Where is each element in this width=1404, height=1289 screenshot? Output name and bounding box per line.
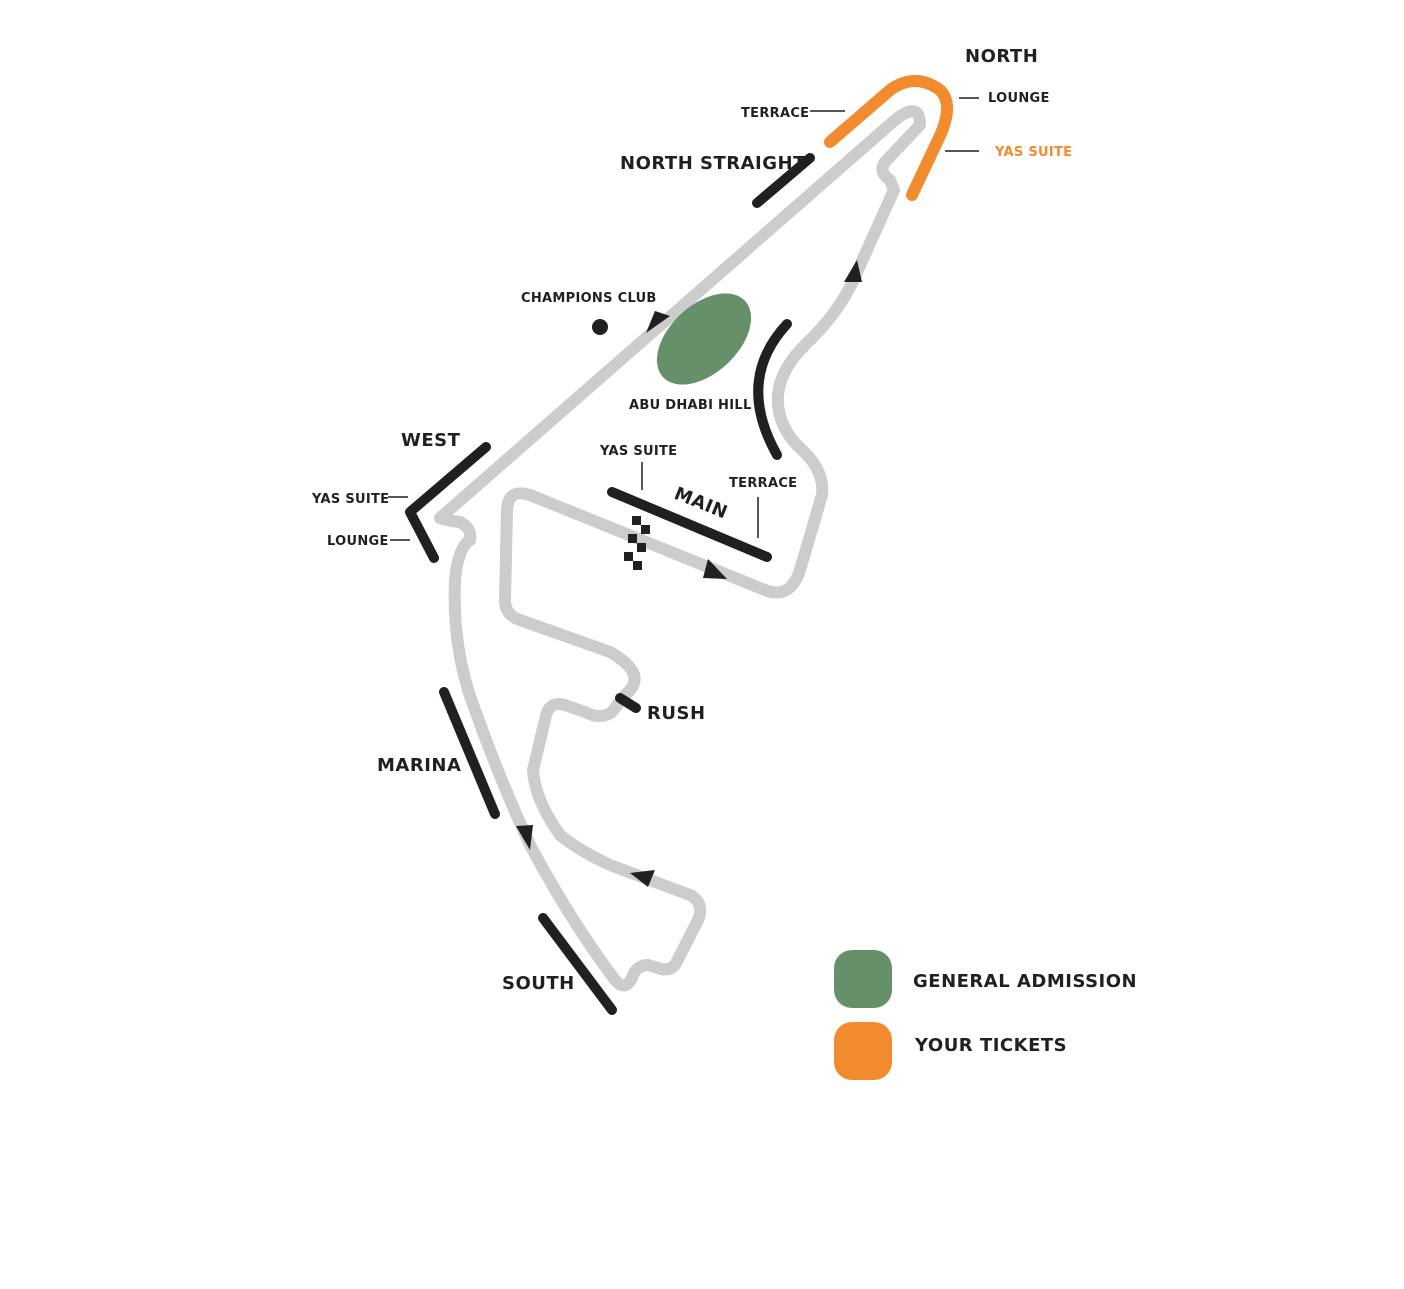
label-abu-dhabi-hill: ABU DHABI HILL	[629, 398, 752, 413]
grandstand-west[interactable]	[405, 442, 491, 563]
grandstand-abu-dhabi-hill[interactable]	[753, 319, 792, 460]
checkered-flag-icon	[624, 516, 650, 570]
race-track	[434, 105, 926, 992]
grandstand-north[interactable]	[824, 75, 953, 201]
label-marina: MARINA	[377, 755, 461, 776]
label-west-lounge: LOUNGE	[327, 534, 389, 549]
champions-club-marker[interactable]	[592, 319, 608, 335]
label-north: NORTH	[965, 46, 1038, 67]
grandstand-main[interactable]	[607, 487, 772, 562]
label-champions-club: CHAMPIONS CLUB	[521, 291, 657, 306]
label-main-yas-suite: YAS SUITE	[599, 444, 677, 459]
label-west-yas-suite: YAS SUITE	[311, 492, 389, 507]
direction-arrow-icon	[703, 559, 727, 579]
legend-label-your-tickets: YOUR TICKETS	[914, 1035, 1067, 1056]
general-admission-area[interactable]	[640, 276, 768, 402]
direction-arrow-icon	[516, 825, 533, 850]
grandstand-rush[interactable]	[615, 693, 641, 713]
direction-arrow-icon	[646, 311, 670, 333]
label-west: WEST	[401, 430, 461, 451]
label-north-terrace: TERRACE	[741, 106, 809, 121]
grandstand-north-straight[interactable]	[752, 153, 815, 208]
direction-arrow-icon	[844, 260, 862, 282]
label-south: SOUTH	[502, 973, 575, 994]
legend-swatch-general-admission	[834, 950, 892, 1008]
legend-swatch-your-tickets	[834, 1022, 892, 1080]
legend-label-general-admission: GENERAL ADMISSION	[913, 971, 1137, 992]
label-north-lounge: LOUNGE	[988, 91, 1050, 106]
grandstand-marina[interactable]	[439, 687, 500, 819]
label-north-yas-suite: YAS SUITE	[994, 145, 1072, 160]
label-rush: RUSH	[647, 703, 706, 724]
label-main-terrace: TERRACE	[729, 476, 797, 491]
legend: GENERAL ADMISSION YOUR TICKETS	[834, 950, 1137, 1080]
grandstand-south[interactable]	[538, 913, 617, 1015]
direction-arrow-icon	[630, 870, 655, 887]
label-north-straight: NORTH STRAIGHT	[620, 153, 806, 174]
